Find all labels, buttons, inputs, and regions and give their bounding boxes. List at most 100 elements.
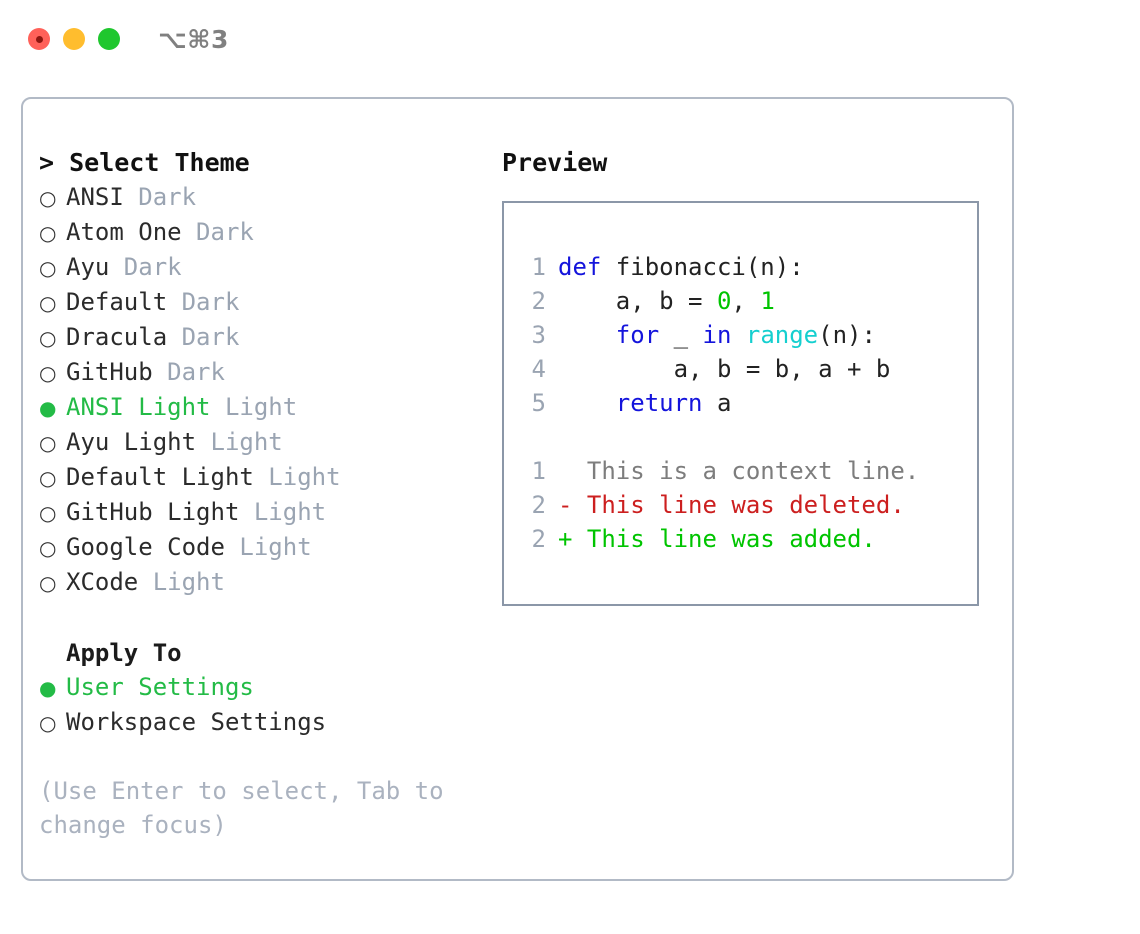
minimize-window-button[interactable] [63, 28, 85, 50]
token-plain [558, 389, 616, 417]
code-text: def fibonacci(n): [558, 250, 804, 284]
maximize-window-button[interactable] [98, 28, 120, 50]
traffic-light-buttons [28, 28, 120, 50]
theme-option-default[interactable]: ○Default Dark [39, 285, 488, 320]
code-line: 3 for _ in range(n): [504, 318, 977, 352]
line-number: 3 [531, 321, 546, 349]
theme-option-ayu[interactable]: ○Ayu Dark [39, 250, 488, 285]
option-kind-label: Dark [181, 218, 254, 246]
keyboard-shortcut-label: ⌥⌘3 [158, 24, 229, 54]
code-line: 4 a, b = b, a + b [504, 352, 977, 386]
close-window-button[interactable] [28, 28, 50, 50]
settings-panel: > Select Theme ○ANSI Dark○Atom One Dark○… [21, 97, 1014, 881]
token-plain [558, 321, 616, 349]
option-label: GitHub Light [66, 498, 240, 526]
radio-unselected-icon: ○ [39, 571, 57, 595]
token-kw: return [615, 389, 703, 417]
diff-line-del: 2- This line was deleted. [504, 488, 977, 522]
radio-selected-icon: ● [39, 676, 57, 700]
token-plain: (n): [818, 321, 876, 349]
token-plain: fibonacci(n): [601, 253, 804, 281]
code-line: 2 a, b = 0, 1 [504, 284, 977, 318]
code-text: for _ in range(n): [558, 318, 876, 352]
option-kind-label: Dark [152, 358, 225, 386]
code-line: 1 def fibonacci(n): [504, 250, 977, 284]
token-plain [731, 321, 745, 349]
option-label: ANSI Light [66, 393, 211, 421]
radio-unselected-icon: ○ [39, 466, 57, 490]
option-kind-label: Dark [167, 323, 240, 351]
diff-line-add: 2+ This line was added. [504, 522, 977, 556]
option-label: Google Code [66, 533, 225, 561]
diff-sample: 1 This is a context line.2- This line wa… [504, 454, 977, 556]
theme-option-dracula[interactable]: ○ Dracula Dark [39, 320, 488, 355]
radio-unselected-icon: ○ [39, 221, 57, 245]
token-kw: def [558, 253, 602, 281]
option-label: XCode [66, 568, 139, 596]
diff-text: This is a context line. [558, 457, 920, 485]
theme-option-default-light[interactable]: ○ Default Light Light [39, 460, 488, 495]
option-kind-label: Light [224, 533, 312, 561]
option-kind-label: Dark [167, 288, 240, 316]
radio-unselected-icon: ○ [39, 361, 57, 385]
diff-line-context: 1 This is a context line. [504, 454, 977, 488]
token-kw: in [702, 321, 732, 349]
apply-to-option-workspace-settings[interactable]: ○ Workspace Settings [39, 705, 488, 740]
theme-option-github[interactable]: ○ GitHub Dark [39, 355, 488, 390]
line-number: 1 [531, 253, 546, 281]
theme-option-ansi[interactable]: ○ANSI Dark [39, 180, 488, 215]
option-kind-label: Light [138, 568, 225, 596]
option-label: Default Light [66, 463, 254, 491]
theme-option-github-light[interactable]: ○ GitHub Light Light [39, 495, 488, 530]
theme-option-ayu-light[interactable]: ○Ayu Light Light [39, 425, 488, 460]
theme-option-ansi-light[interactable]: ● ANSI Light Light [39, 390, 488, 425]
token-kw: for [615, 321, 660, 349]
keyboard-hint-text: (Use Enter to select, Tab to change focu… [39, 777, 459, 839]
token-num: 1 [760, 287, 775, 315]
code-line: 5 return a [504, 386, 977, 420]
option-kind-label: Light [239, 498, 327, 526]
token-fn: range [745, 321, 819, 349]
option-label: Ayu Light [66, 428, 197, 456]
code-text: a, b = b, a + b [558, 352, 891, 386]
code-text: return a [558, 386, 732, 420]
radio-unselected-icon: ○ [39, 291, 57, 315]
theme-option-google-code[interactable]: ○ Google Code Light [39, 530, 488, 565]
code-text: a, b = 0, 1 [558, 284, 775, 318]
theme-selector-column: > Select Theme ○ANSI Dark○Atom One Dark○… [23, 99, 488, 879]
option-label: User Settings [66, 673, 254, 701]
option-kind-label: Dark [123, 183, 197, 211]
line-number: 2 [531, 287, 546, 315]
option-kind-label: Light [196, 428, 283, 456]
preview-spacer [504, 420, 977, 454]
option-kind-label: Light [253, 463, 341, 491]
token-num: 0 [716, 287, 732, 315]
line-number: 1 [531, 457, 546, 485]
apply-to-option-user-settings[interactable]: ● User Settings [39, 670, 488, 705]
line-number: 2 [531, 525, 546, 553]
option-label: Dracula [66, 323, 168, 351]
token-plain: , [731, 287, 761, 315]
option-kind-label: Dark [109, 253, 182, 281]
apply-to-list: ● User Settings ○ Workspace Settings [39, 670, 488, 740]
option-label: GitHub [66, 358, 153, 386]
preview-heading: Preview [502, 148, 608, 177]
radio-unselected-icon: ○ [39, 536, 57, 560]
theme-option-xcode[interactable]: ○ XCode Light [39, 565, 488, 600]
option-label: Workspace Settings [66, 708, 327, 736]
apply-to-section: Apply To ● User Settings ○ Workspace Settin… [39, 636, 488, 740]
radio-unselected-icon: ○ [39, 711, 57, 735]
radio-unselected-icon: ○ [39, 501, 57, 525]
diff-text: - This line was deleted. [558, 491, 905, 519]
option-kind-label: Light [210, 393, 298, 421]
theme-option-atom-one[interactable]: ○ Atom One Dark [39, 215, 488, 250]
apply-to-heading: Apply To [66, 639, 182, 667]
theme-list: ○ANSI Dark○Atom One Dark○Ayu Dark○Defaul… [39, 180, 488, 600]
radio-unselected-icon: ○ [39, 326, 57, 350]
radio-unselected-icon: ○ [39, 186, 57, 210]
radio-selected-icon: ● [39, 396, 57, 420]
select-theme-heading: > Select Theme [39, 148, 250, 177]
option-label: Atom One [66, 218, 182, 246]
